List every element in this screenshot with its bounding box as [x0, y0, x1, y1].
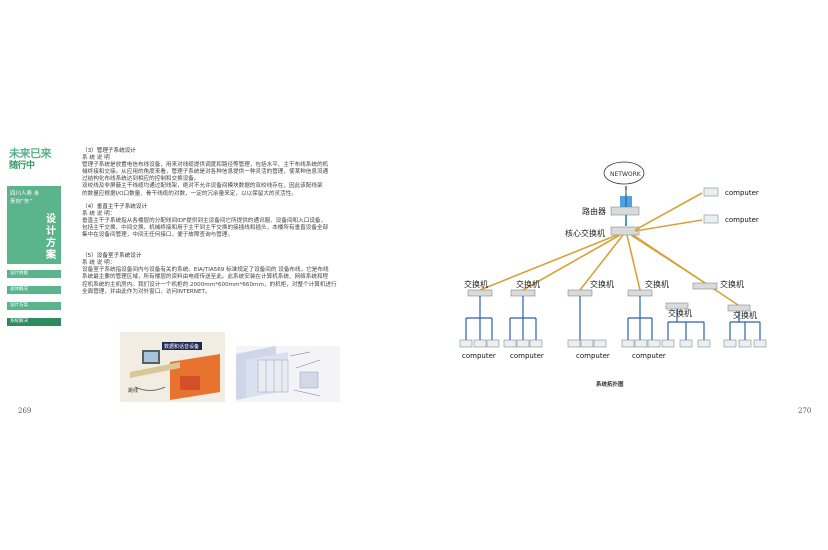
equipment-room-illustration: [236, 346, 340, 402]
computer-icon: [723, 339, 737, 348]
computer-icon: [621, 339, 635, 348]
switch-label: 交换机: [516, 279, 540, 289]
computer-label: computer: [576, 352, 610, 360]
text-line: 设备室子系统指设备间内与设备有关的系统。EIA/TIA569 标准规定了设备间的…: [82, 267, 329, 274]
computer-label: computer: [510, 352, 544, 360]
diagram-caption: 系统拓扑图: [596, 382, 624, 388]
computer-icon: [738, 339, 752, 348]
section-title: （4）垂直主干子系统设计: [82, 203, 148, 210]
computer-icon: [634, 339, 648, 348]
computer-icon: [567, 339, 581, 348]
computer-icon: [593, 339, 607, 348]
switch-icon: [692, 282, 718, 290]
computer-label: computer: [725, 189, 759, 197]
network-cloud-icon: [603, 161, 645, 185]
sidebar-band-text: 四川人寿 未来向“东”: [10, 191, 40, 205]
text-line: 过结构化布线系统达到相应的控制和交换设备。: [82, 176, 200, 183]
text-line: 系 统 说 明：: [82, 210, 116, 217]
sidebar-nav-item[interactable]: 设计依据: [7, 270, 61, 278]
sidebar-nav-item[interactable]: 设计方案: [7, 302, 61, 310]
computer-icon: [647, 339, 661, 348]
text-line: 全面管理，并由此作为对外窗口，访问INTERNET。: [82, 288, 211, 295]
text-line: 垂直主干子系统指从各楼层的分配线间IDF提供到主设备间它所提供的通讯服、设备间和…: [82, 217, 327, 224]
computer-icon: [473, 339, 487, 348]
switch-label: 交换机: [645, 279, 669, 289]
computer-icon: [486, 339, 500, 348]
switch-icon: [567, 289, 593, 297]
core-switch-icon: [610, 226, 640, 236]
computer-icon: [529, 339, 543, 348]
brand-logo: 未来已来 随行中: [9, 148, 59, 184]
text-line: 系统最主要的管理区域，所有楼层的资料由电缆传送至此。此系统安装在计算机系统、网络…: [82, 274, 329, 281]
sidebar-nav-item[interactable]: 总体概况: [7, 286, 61, 294]
core-switch-label: 核心交换机: [565, 228, 605, 238]
switch-label: 交换机: [720, 279, 744, 289]
switch-label: 交换机: [590, 279, 614, 289]
computer-icon: [679, 339, 693, 348]
computer-icon: [753, 339, 767, 348]
section-title: （3）管理子系统设计: [82, 148, 136, 154]
text-line: 控机系统的主机房内。我们设计一个机柜的 2000mm*600mm*660mm，的…: [82, 281, 337, 288]
router-label: 路由器: [582, 206, 606, 216]
computer-icon: [459, 339, 473, 348]
page-number-left: 269: [18, 407, 32, 415]
network-topology-diagram: NETWORK 路由器 核心交换机 computer computer 交换机 …: [459, 161, 767, 360]
switch-label: 交换机: [668, 308, 692, 318]
switch-icon: [467, 289, 493, 297]
switch-icon: [510, 289, 536, 297]
computer-icon: [661, 339, 675, 348]
router-device-icon: [610, 206, 640, 216]
text-line: 系 统 说 明: [82, 155, 110, 162]
computer-label: computer: [632, 352, 666, 360]
switch-label: 交换机: [733, 310, 757, 320]
computer-icon: [516, 339, 530, 348]
text-line: 集中在设备间管理，中间无任何接口，便于故障查询与管理。: [82, 232, 234, 239]
section-title: （5）设备室子系统设计: [82, 253, 142, 260]
sidebar-nav-item-active[interactable]: 系统解决: [7, 318, 61, 326]
text-line: 双绞线及非屏蔽主干线缆均通过配线架，绝对不允许设备间模块数据的双绞线存在，因此该…: [82, 183, 323, 190]
computer-label: computer: [462, 352, 496, 360]
computer-icon: [703, 187, 719, 197]
computer-icon: [697, 339, 711, 348]
page-number-right: 270: [798, 407, 812, 415]
workstation-illustration: 数据和话音设备 跳线: [120, 332, 225, 402]
logo-line1: 未来已来: [9, 147, 52, 160]
text-line: 的数量应根据I/O口数量、骨干线缆的对数，一定的冗余量来定，以以保留大的灵活性。: [82, 190, 297, 197]
text-line: 管理子系统是放置电信布线设备，用来对线缆提供调度和路径等管理，包括水平、主干布线…: [82, 162, 329, 169]
network-label: NETWORK: [610, 171, 642, 178]
sidebar-band: [7, 186, 61, 264]
figure1-sublabel: 跳线: [128, 387, 138, 394]
logo-line2: 随行中: [9, 161, 35, 171]
text-line: 包括主干交换、中间交换、机械终接和用于主干到主干交换的接插线和插头，本楼所有垂直…: [82, 224, 329, 231]
computer-label: computer: [725, 216, 759, 224]
text-line: 械终接和交接。从应用的角度来看，管理子系统是对各种信息提供一种灵活的管理，使某种…: [82, 169, 329, 176]
left-page-text: （3）管理子系统设计 系 统 说 明 管理子系统是放置电信布线设备，用来对线缆提…: [82, 148, 352, 296]
computer-icon: [580, 339, 594, 348]
switch-label: 交换机: [464, 279, 488, 289]
computer-icon: [503, 339, 517, 348]
text-line: 系 统 说 明：: [82, 260, 116, 267]
switch-icon: [627, 289, 653, 297]
figure1-label: 数据和话音设备: [164, 343, 199, 350]
computer-icon: [703, 214, 719, 224]
sidebar-section-title: 设计方案: [46, 214, 56, 261]
